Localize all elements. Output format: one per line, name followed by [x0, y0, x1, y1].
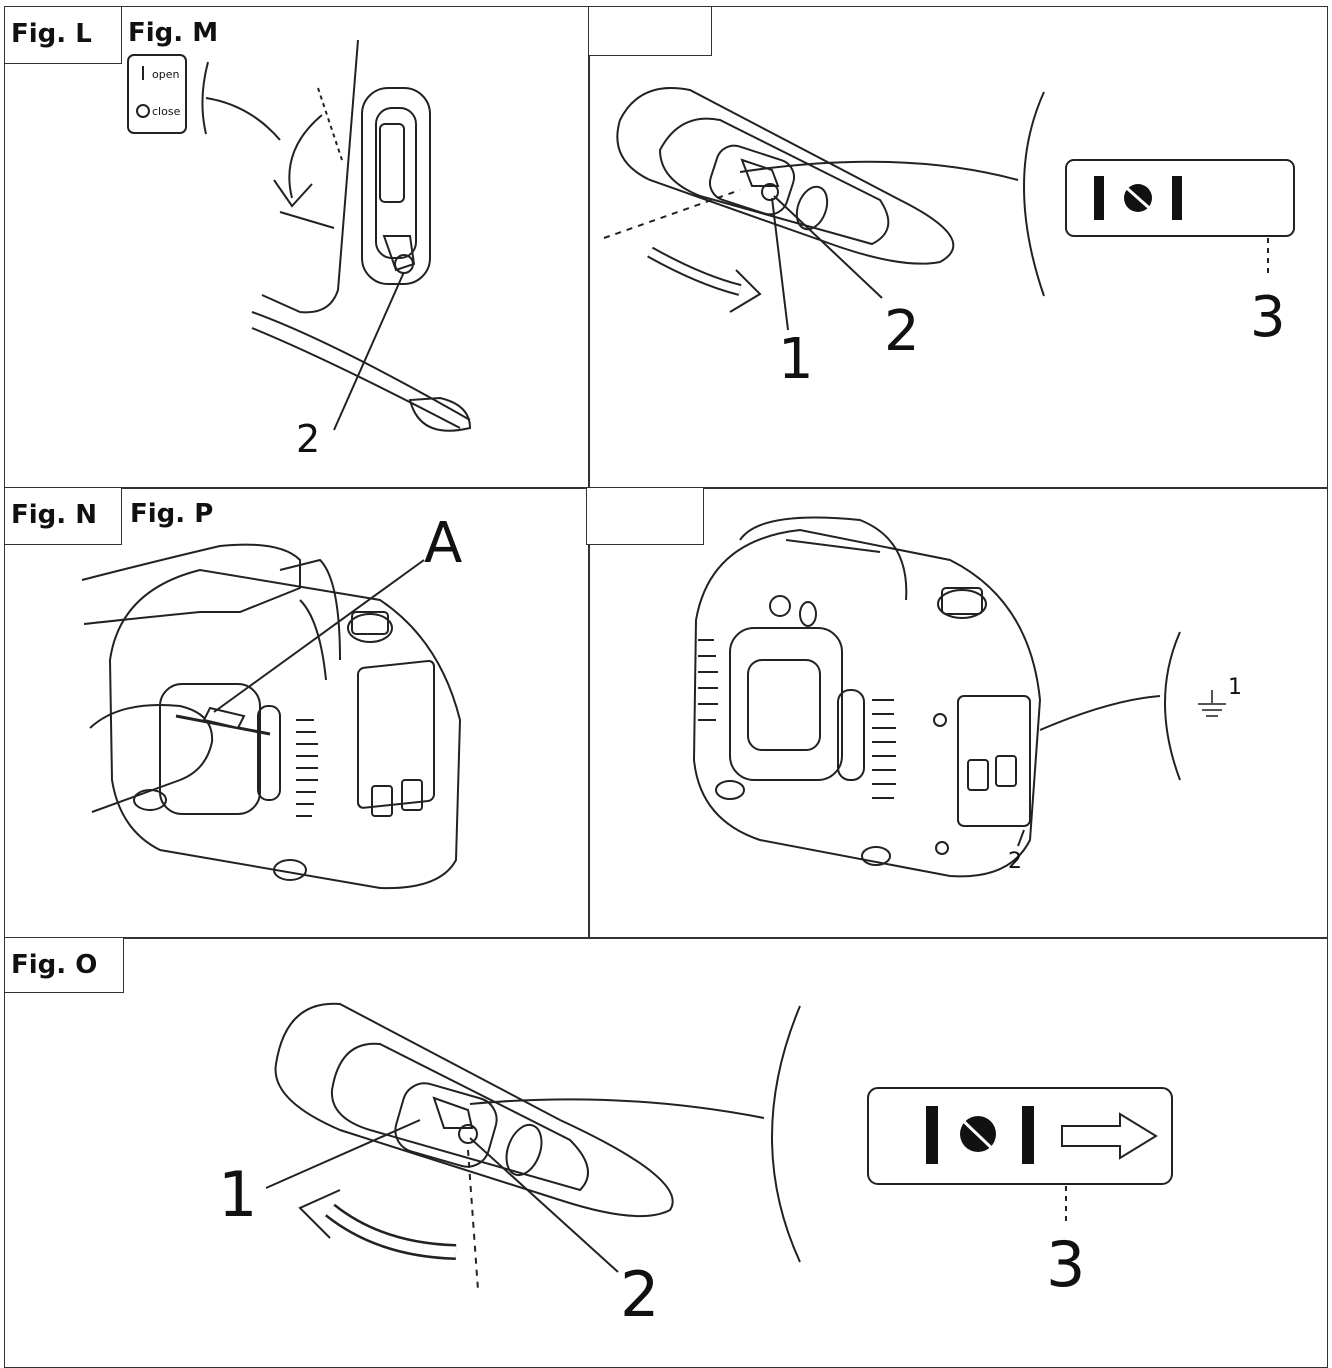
fig-l-drawing	[127, 39, 472, 432]
fig-n-drawing	[81, 543, 462, 890]
fig-m-callout-2: 2	[884, 299, 920, 364]
fig-p-label: Fig. P	[130, 499, 214, 529]
fig-m-callout-3: 3	[1250, 285, 1286, 350]
fig-p-drawing	[692, 516, 1181, 878]
fuel-valve-open-arrow-icon	[926, 1106, 1158, 1164]
ground-symbol-icon	[1198, 690, 1226, 717]
fig-n-callout-a: A	[424, 511, 462, 576]
fig-o-label: Fig. O	[4, 937, 124, 993]
fig-l-label: Fig. L	[4, 6, 122, 64]
fig-l-callout-2: 2	[296, 417, 320, 461]
fig-m-label: Fig. M	[128, 18, 219, 48]
sticker-open-text: open	[152, 68, 179, 81]
fig-m-callout-1: 1	[778, 327, 814, 392]
fig-p-callout-2: 2	[1008, 849, 1022, 874]
fig-p-callout-1: 1	[1228, 675, 1242, 700]
divider-horizontal-2	[4, 937, 1328, 939]
fig-o-drawing	[265, 1002, 1173, 1291]
fuel-valve-closed-icon	[1094, 176, 1182, 220]
fig-m-blank-box	[588, 6, 712, 56]
fig-o-callout-2: 2	[620, 1258, 659, 1331]
fig-n-label: Fig. N	[4, 487, 122, 545]
sticker-close-text: close	[152, 105, 181, 118]
fig-o-callout-3: 3	[1046, 1228, 1085, 1301]
fig-m-drawing	[603, 87, 1295, 331]
fig-p-blank-box	[586, 487, 704, 545]
fig-o-callout-1: 1	[218, 1158, 257, 1231]
divider-vertical	[588, 6, 590, 938]
